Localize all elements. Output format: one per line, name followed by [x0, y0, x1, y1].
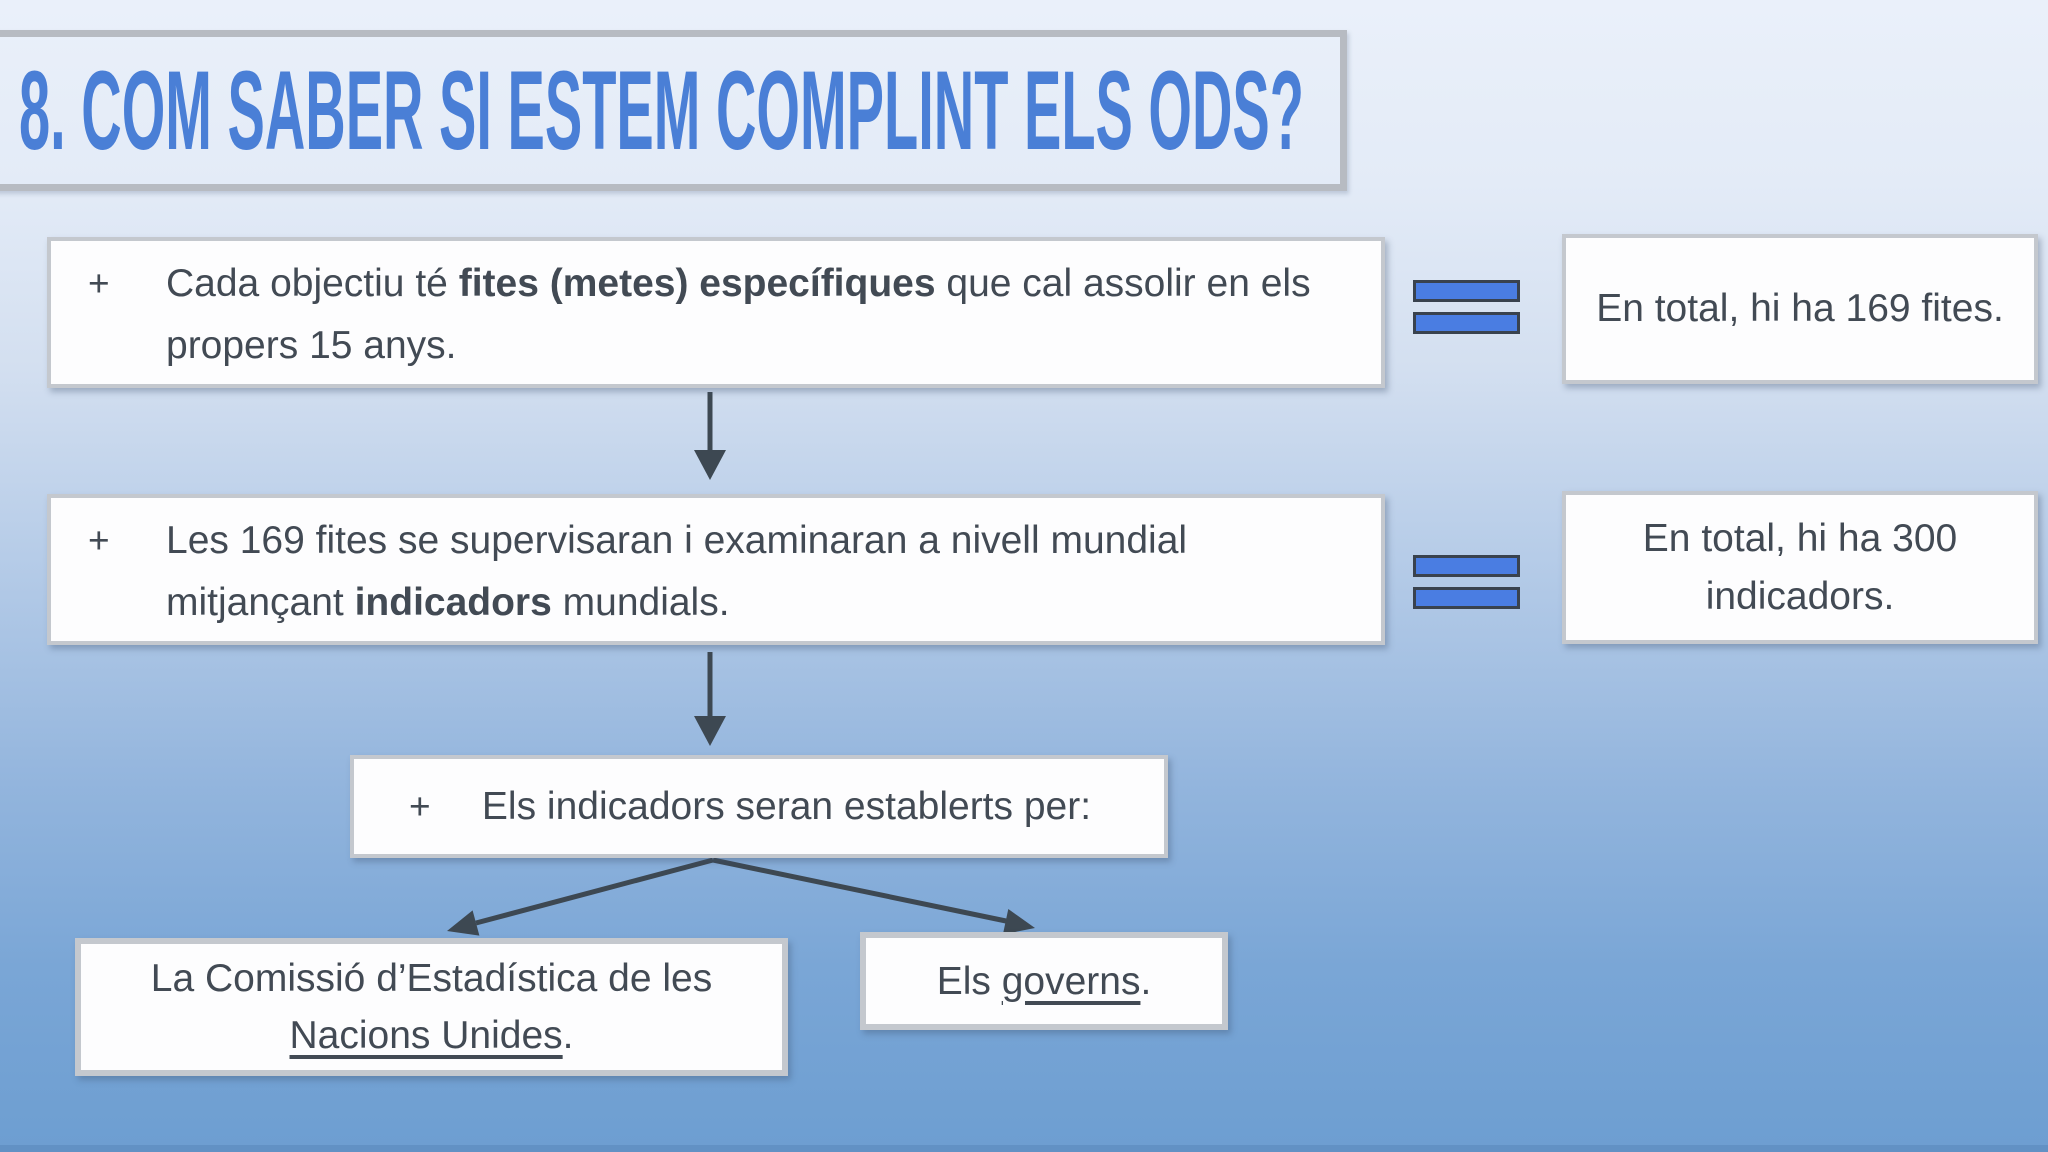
equals-icon — [1413, 555, 1520, 609]
flow-box-establerts: + Els indicadors seran establerts per: — [350, 755, 1168, 858]
result-text-line: En total, hi ha 300 — [1642, 516, 1958, 560]
equals-bar — [1413, 587, 1520, 609]
plus-bullet: + — [409, 785, 431, 827]
flow-box-fites-text: Cada objectiu té fites (metes) específiq… — [166, 253, 1361, 384]
arrow-down-2 — [694, 652, 726, 746]
text-line: Els governs. — [936, 959, 1152, 1003]
result-box-169-fites: En total, hi ha 169 fites. — [1562, 234, 2038, 384]
leaf-box-governs: Els governs. — [860, 932, 1228, 1030]
plus-bullet: + — [88, 263, 110, 304]
result-text-line: indicadors. — [1705, 574, 1895, 618]
text-line: La Comissió d’Estadística de les — [150, 957, 713, 1000]
slide-title: 8. COM SABER SI ESTEM COMPLINT ELS ODS? — [19, 47, 1304, 173]
flow-box-establerts-text: Els indicadors seran establerts per: — [481, 784, 1092, 828]
arrow-diagonal-left — [447, 857, 714, 936]
link-nacions-unides: Nacions Unides — [289, 1014, 563, 1057]
text-line: Cada objectiu té fites (metes) específiq… — [166, 262, 1311, 305]
flow-box-indicadors-text: Les 169 fites se supervisaran i examinar… — [166, 510, 1361, 641]
arrow-down-1 — [694, 392, 726, 480]
flow-box-indicadors: + Les 169 fites se supervisaran i examin… — [47, 494, 1385, 645]
text-line: Nacions Unides. — [289, 1014, 574, 1057]
equals-icon — [1413, 280, 1520, 334]
text-line: propers 15 anys. — [166, 324, 457, 367]
title-box: 8. COM SABER SI ESTEM COMPLINT ELS ODS? — [0, 30, 1347, 191]
plus-bullet: + — [88, 520, 110, 561]
equals-bar — [1413, 555, 1520, 577]
flow-box-fites: + Cada objectiu té fites (metes) específ… — [47, 237, 1385, 388]
bottom-edge-strip — [0, 1145, 2048, 1152]
arrow-diagonal-right — [712, 857, 1035, 935]
text-line: mitjançant indicadors mundials. — [166, 581, 730, 624]
equals-bar — [1413, 312, 1520, 334]
link-governs: governs — [1001, 959, 1141, 1003]
result-box-300-indicadors: En total, hi ha 300 indicadors. — [1562, 491, 2038, 644]
equals-bar — [1413, 280, 1520, 302]
leaf-box-comissio: La Comissió d’Estadística de les Nacions… — [75, 938, 788, 1076]
result-text: En total, hi ha 169 fites. — [1596, 287, 2004, 330]
text-line: Les 169 fites se supervisaran i examinar… — [166, 519, 1188, 562]
